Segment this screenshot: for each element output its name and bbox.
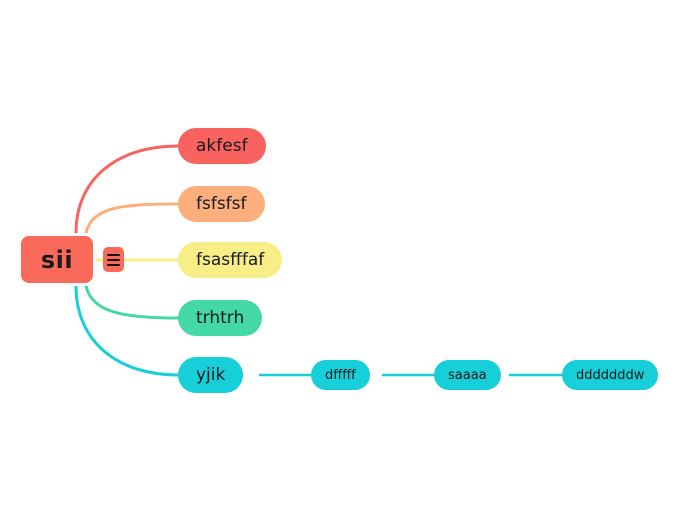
connector-to-yjik	[74, 284, 180, 377]
connector-to-akfesf	[74, 144, 180, 235]
hamburger-line	[107, 258, 120, 261]
node-yjik[interactable]: yjik	[178, 357, 244, 393]
root-node-sii[interactable]: sii	[18, 233, 96, 286]
node-akfesf[interactable]: akfesf	[178, 128, 266, 164]
connector-to-fsfsfsf	[84, 202, 180, 235]
node-fsasfffaf[interactable]: fsasfffaf	[178, 242, 283, 278]
node-fsfsfsf[interactable]: fsfsfsf	[178, 186, 265, 222]
hamburger-menu-icon[interactable]	[103, 247, 124, 272]
node-saaaa[interactable]: saaaa	[434, 360, 501, 390]
connector-to-trhtrh	[84, 284, 180, 320]
node-trhtrh[interactable]: trhtrh	[178, 300, 263, 336]
node-dddddddw[interactable]: dddddddw	[562, 360, 659, 390]
hamburger-line	[107, 263, 120, 266]
hamburger-line	[107, 253, 120, 256]
node-dfffff[interactable]: dfffff	[311, 360, 370, 390]
